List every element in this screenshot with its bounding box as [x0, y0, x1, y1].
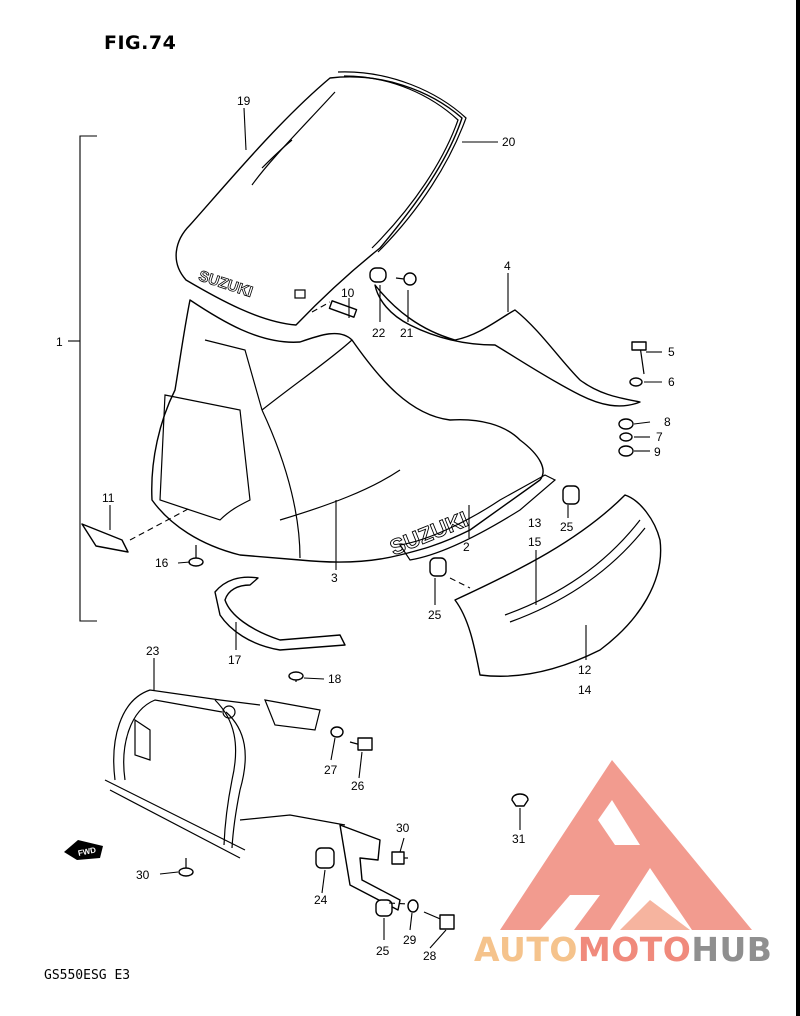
callout-16: 16 [155, 556, 169, 570]
fairing-stay-part [104, 689, 346, 859]
callout-10: 10 [341, 286, 355, 300]
callout-9: 9 [654, 445, 661, 459]
callout-15: 15 [528, 535, 542, 549]
callout-25c: 25 [376, 944, 390, 958]
callout-27: 27 [324, 763, 338, 777]
forward-label: FWD [77, 845, 97, 858]
leader-lines [109, 107, 662, 949]
figure-title: FIG.74 [104, 32, 177, 54]
page-edge-border [796, 0, 800, 1016]
callout-29: 29 [403, 933, 417, 947]
callout-6: 6 [668, 375, 675, 389]
callout-28: 28 [423, 949, 437, 963]
assembly-bracket [68, 135, 97, 622]
callout-7: 7 [656, 430, 663, 444]
callout-25a: 25 [560, 520, 574, 534]
callout-30b: 30 [136, 868, 150, 882]
callout-19: 19 [237, 94, 251, 108]
windscreen-part: SUZUKI [175, 76, 463, 326]
callout-20: 20 [502, 135, 516, 149]
mount-bracket-part [315, 824, 401, 911]
callout-13: 13 [528, 516, 542, 530]
inner-bracket-part [214, 576, 346, 651]
watermark-part-3: HUB [691, 930, 773, 969]
callout-5: 5 [668, 345, 675, 359]
callout-25b: 25 [428, 608, 442, 622]
watermark-part-1: AUTO [474, 930, 578, 969]
callout-23: 23 [146, 644, 160, 658]
callout-2: 2 [463, 540, 470, 554]
model-code: GS550ESG E3 [44, 968, 131, 983]
callout-3: 3 [331, 571, 338, 585]
callout-8: 8 [664, 415, 671, 429]
callout-17: 17 [228, 653, 242, 667]
lower-fairing-part [454, 494, 662, 677]
hardware-parts [81, 267, 647, 930]
callout-labels: 1 2 3 4 5 6 7 8 9 10 11 12 13 14 15 16 1… [56, 94, 675, 963]
inner-panel-part [398, 474, 557, 561]
callout-18: 18 [328, 672, 342, 686]
watermark-part-2: MOTO [577, 930, 692, 969]
watermark-text: AUTOMOTOHUB [474, 930, 772, 969]
callout-4: 4 [504, 259, 511, 273]
callout-22: 22 [372, 326, 386, 340]
callout-30a: 30 [396, 821, 410, 835]
callout-1: 1 [56, 335, 63, 349]
side-bracket-part [374, 284, 641, 407]
callout-14: 14 [578, 683, 592, 697]
callout-21: 21 [400, 326, 414, 340]
callout-12: 12 [578, 663, 592, 677]
callout-11: 11 [102, 491, 115, 505]
callout-24: 24 [314, 893, 328, 907]
watermark-logo-icon [500, 760, 752, 930]
callout-26: 26 [351, 779, 365, 793]
forward-arrow-icon: FWD [64, 840, 103, 860]
callout-31: 31 [512, 832, 526, 846]
windscreen-trim-part [337, 71, 467, 253]
